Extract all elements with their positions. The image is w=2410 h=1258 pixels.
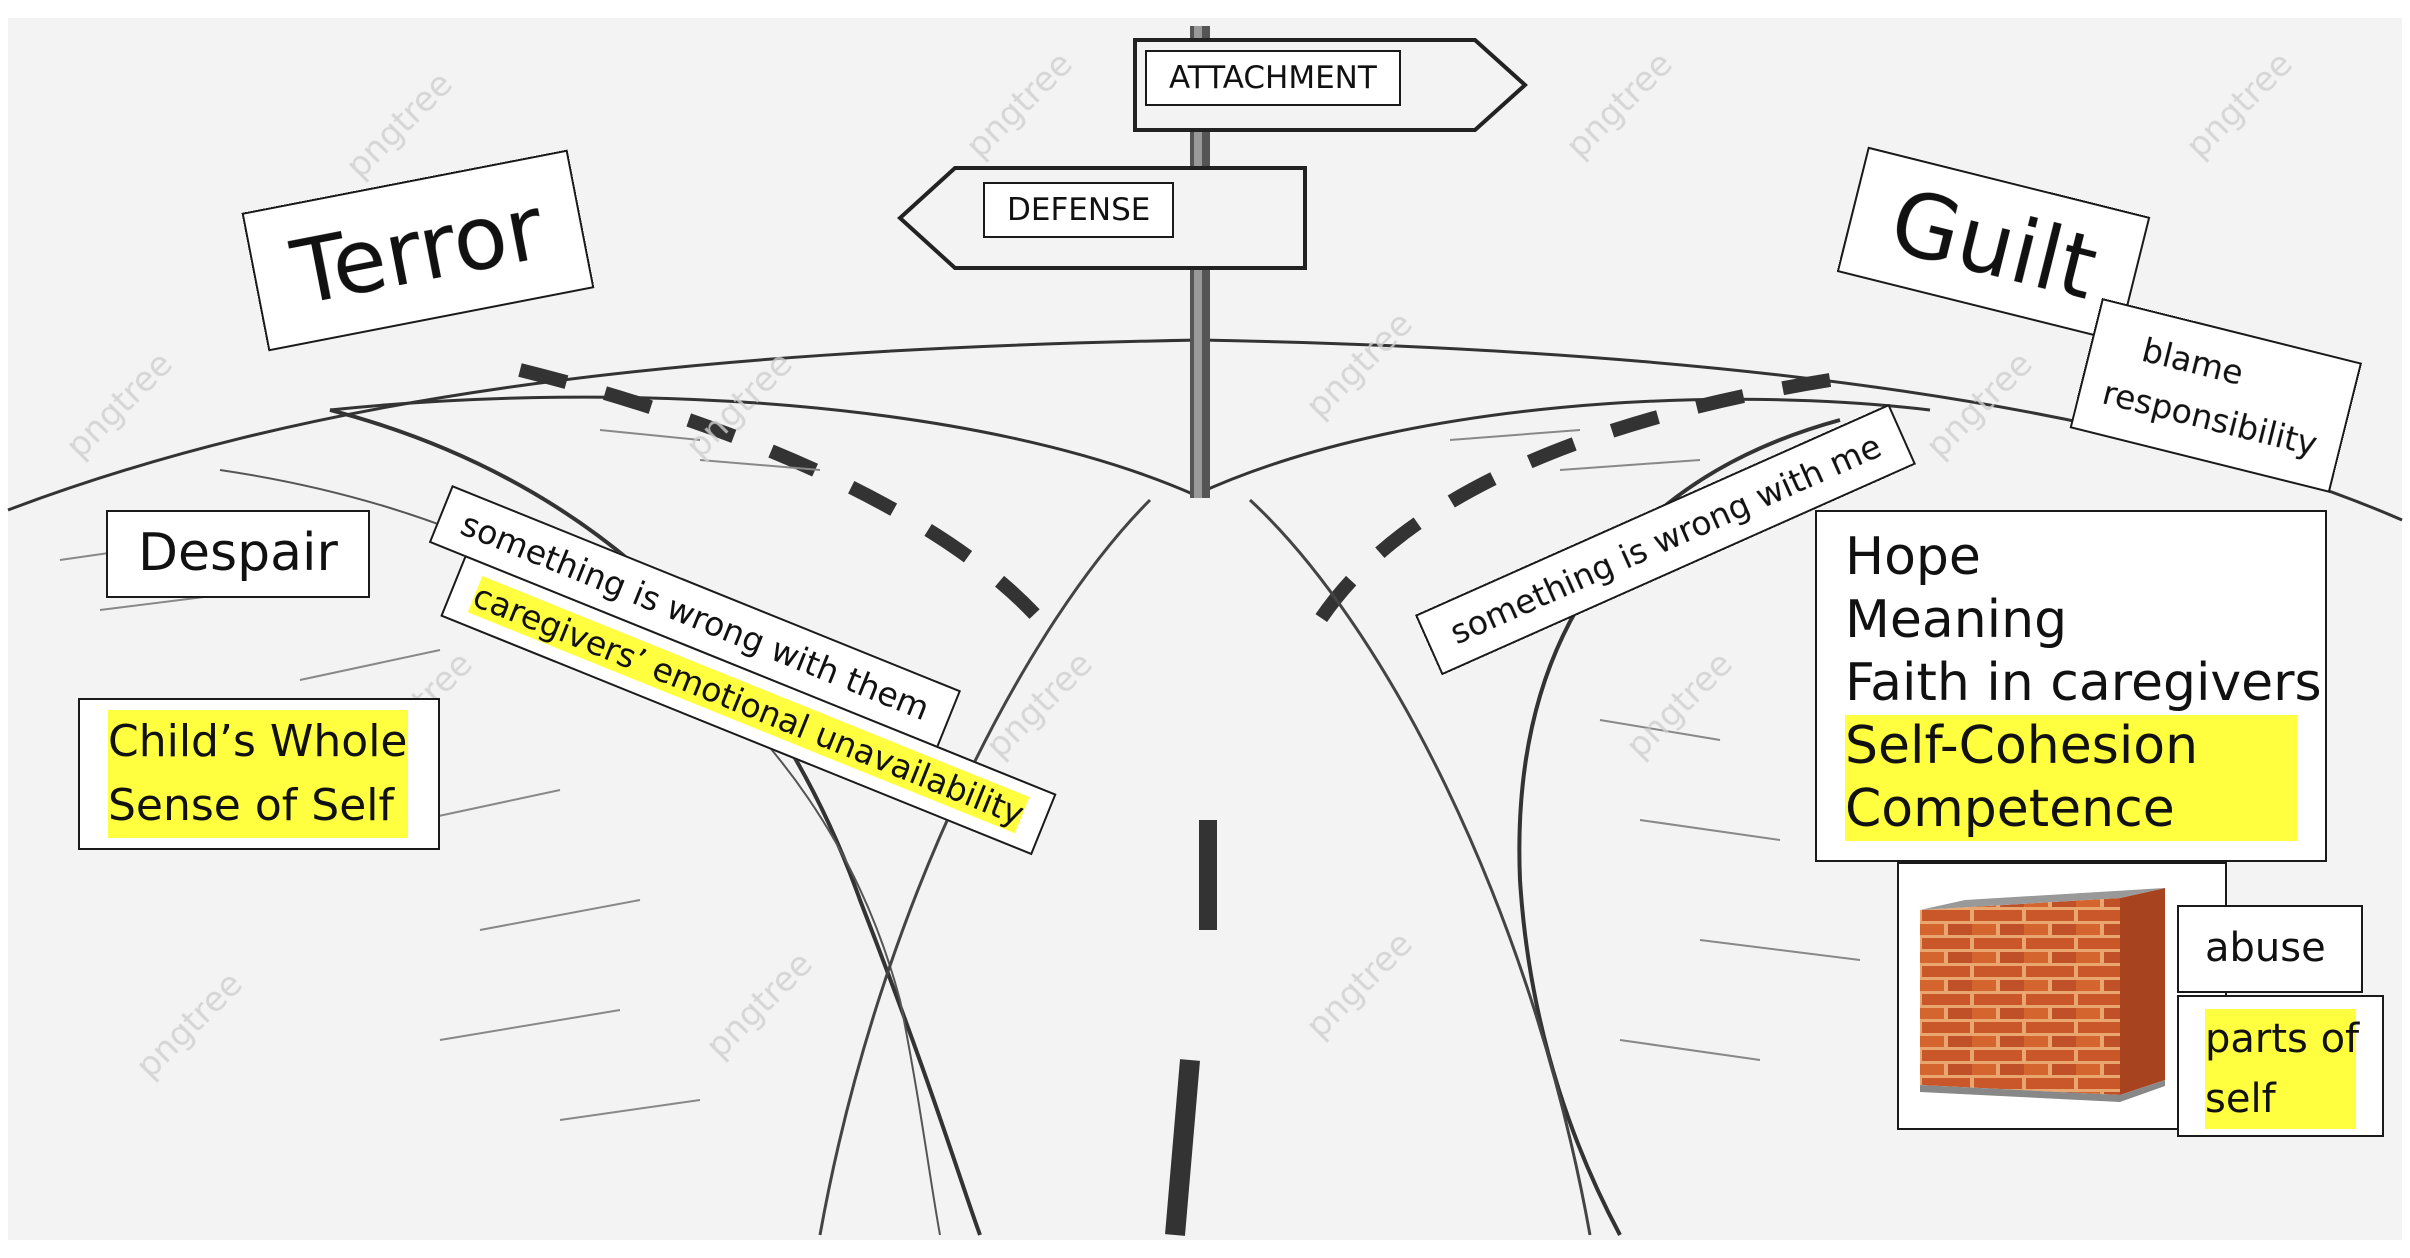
defense-sign-label: DEFENSE	[983, 182, 1174, 238]
brick-wall-icon	[1920, 880, 2180, 1105]
attachment-sign-label: ATTACHMENT	[1145, 50, 1401, 106]
hope-text: Hope	[1845, 526, 2297, 589]
self-cohesion-text: Self-Cohesion	[1845, 715, 2297, 778]
abuse-label: abuse	[2177, 905, 2363, 993]
competence-text: Competence	[1845, 778, 2297, 841]
faith-text: Faith in caregivers	[1845, 652, 2297, 715]
parts-of-self-line1: parts of	[2205, 1009, 2356, 1069]
meaning-text: Meaning	[1845, 589, 2297, 652]
parts-of-self-box: parts of self	[2177, 995, 2384, 1137]
sense-of-self-box: Child’s Whole Sense of Self	[78, 698, 440, 850]
sense-of-self-line1: Child’s Whole	[108, 710, 408, 774]
hope-box: Hope Meaning Faith in caregivers Self-Co…	[1815, 510, 2327, 862]
despair-label: Despair	[106, 510, 370, 598]
parts-of-self-line2: self	[2205, 1069, 2356, 1129]
sense-of-self-line2: Sense of Self	[108, 774, 408, 838]
